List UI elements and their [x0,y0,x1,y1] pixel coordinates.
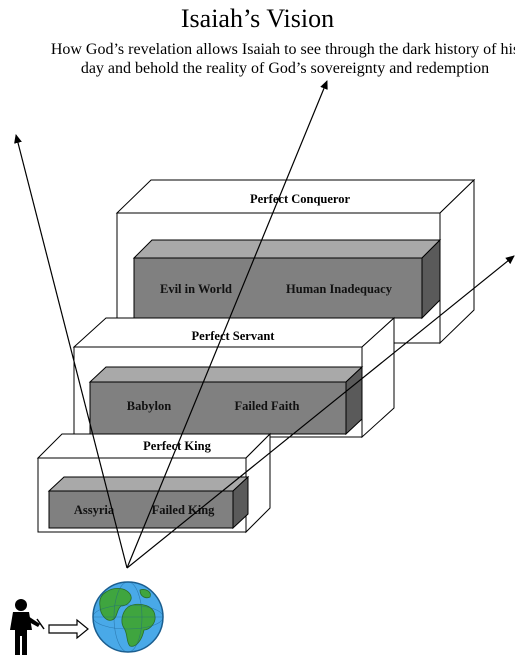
inner-box-front-conqueror [133,257,423,319]
page-subtitle: How God’s revelation allows Isaiah to se… [50,41,515,77]
inner-box-top-king [47,476,250,492]
tier-label-servant: Perfect Servant [192,329,276,343]
inner-box-front-king [48,490,234,529]
ray-left [14,134,128,569]
inner-box-top-conqueror [132,239,442,259]
tier-perfect-king: Perfect King Assyria Failed King [36,432,272,534]
earth-globe-icon [92,581,164,653]
tier-label-conqueror: Perfect Conqueror [250,192,351,206]
page-title: Isaiah’s Vision [180,4,335,33]
inner-label-human-inadequacy: Human Inadequacy [286,282,393,296]
ray-right [126,255,515,569]
vision-rays [14,80,515,569]
inner-label-babylon: Babylon [127,399,172,413]
inner-label-evil-in-world: Evil in World [160,282,232,296]
right-arrow-icon [48,618,89,640]
tier-perfect-servant: Perfect Servant Babylon Failed Faith [72,316,396,439]
person-silhouette-icon [10,599,45,655]
ray-center [126,80,328,569]
inner-box-top-servant [88,366,364,383]
inner-label-assyria: Assyria [74,503,115,517]
inner-label-failed-faith: Failed Faith [235,399,300,413]
inner-label-failed-king: Failed King [152,503,216,517]
